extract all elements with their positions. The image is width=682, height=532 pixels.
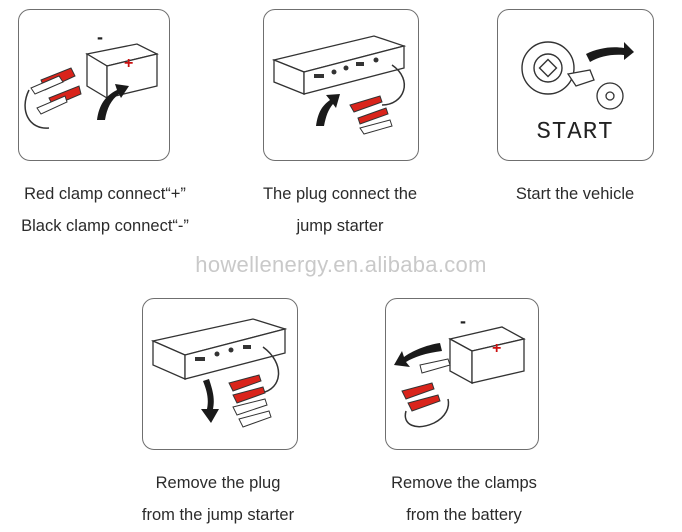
ignition-illustration: START bbox=[521, 41, 634, 146]
step2-panel bbox=[263, 9, 419, 161]
clamp-cable bbox=[404, 398, 450, 428]
step3-caption-line1: Start the vehicle bbox=[515, 185, 635, 203]
step4-panel bbox=[142, 298, 298, 450]
step2-caption-line2: jump starter bbox=[296, 217, 384, 235]
step2-caption-line1: The plug connect the bbox=[262, 185, 418, 203]
battery-icon bbox=[448, 326, 526, 385]
battery-plus-sign: + bbox=[492, 340, 501, 357]
black-clamp bbox=[30, 75, 68, 115]
step4-caption-line2: from the jump starter bbox=[141, 506, 295, 524]
black-clamp bbox=[419, 358, 451, 374]
turn-arrow-icon bbox=[586, 42, 634, 62]
ignition-lock-icon bbox=[521, 41, 575, 95]
plug-cable bbox=[381, 64, 405, 106]
step1-caption-line2: Black clamp connect“-” bbox=[21, 217, 189, 235]
black-clamp bbox=[232, 398, 272, 428]
plug-cable bbox=[260, 346, 280, 394]
watermark: howellenergy.en.alibaba.com bbox=[195, 252, 487, 277]
step5-panel: - + bbox=[385, 298, 539, 450]
clamps-to-battery-illustration: - + bbox=[24, 27, 159, 129]
step1-panel: - + bbox=[18, 9, 170, 161]
down-arrow-icon bbox=[201, 379, 219, 423]
remove-plug-illustration bbox=[150, 318, 288, 428]
step1-caption-line1: Red clamp connect“+” bbox=[24, 185, 186, 203]
plug-to-starter-illustration bbox=[271, 35, 407, 135]
step3-panel: START bbox=[497, 9, 654, 161]
battery-minus-sign: - bbox=[460, 311, 466, 331]
clamp-cable bbox=[24, 89, 50, 129]
remove-clamps-illustration: - + bbox=[394, 311, 526, 428]
jump-starter-icon bbox=[271, 35, 407, 95]
step5-caption-line2: from the battery bbox=[406, 506, 522, 524]
red-clamp bbox=[401, 382, 441, 412]
left-arrow-icon bbox=[394, 343, 442, 367]
step3-caption: Start the vehicle bbox=[480, 178, 670, 210]
key-icon bbox=[566, 69, 624, 110]
step4-caption-line1: Remove the plug bbox=[155, 474, 281, 492]
step2-caption: The plug connect the jump starter bbox=[240, 178, 440, 242]
battery-plus-sign: + bbox=[124, 55, 133, 72]
jump-starter-icon bbox=[150, 318, 288, 380]
starter-ports bbox=[314, 57, 379, 78]
up-arrow-icon bbox=[316, 94, 340, 126]
red-clamp bbox=[349, 95, 389, 125]
step5-caption-line1: Remove the clamps bbox=[391, 474, 537, 492]
battery-minus-sign: - bbox=[97, 27, 103, 47]
starter-ports bbox=[195, 345, 251, 361]
up-arrow-icon bbox=[97, 84, 129, 120]
ignition-start-label: START bbox=[536, 119, 613, 146]
step1-caption: Red clamp connect“+” Black clamp connect… bbox=[0, 178, 210, 242]
step4-caption: Remove the plug from the jump starter bbox=[118, 467, 318, 531]
red-clamp bbox=[228, 374, 266, 404]
step5-caption: Remove the clamps from the battery bbox=[364, 467, 564, 531]
black-clamp bbox=[359, 119, 393, 135]
